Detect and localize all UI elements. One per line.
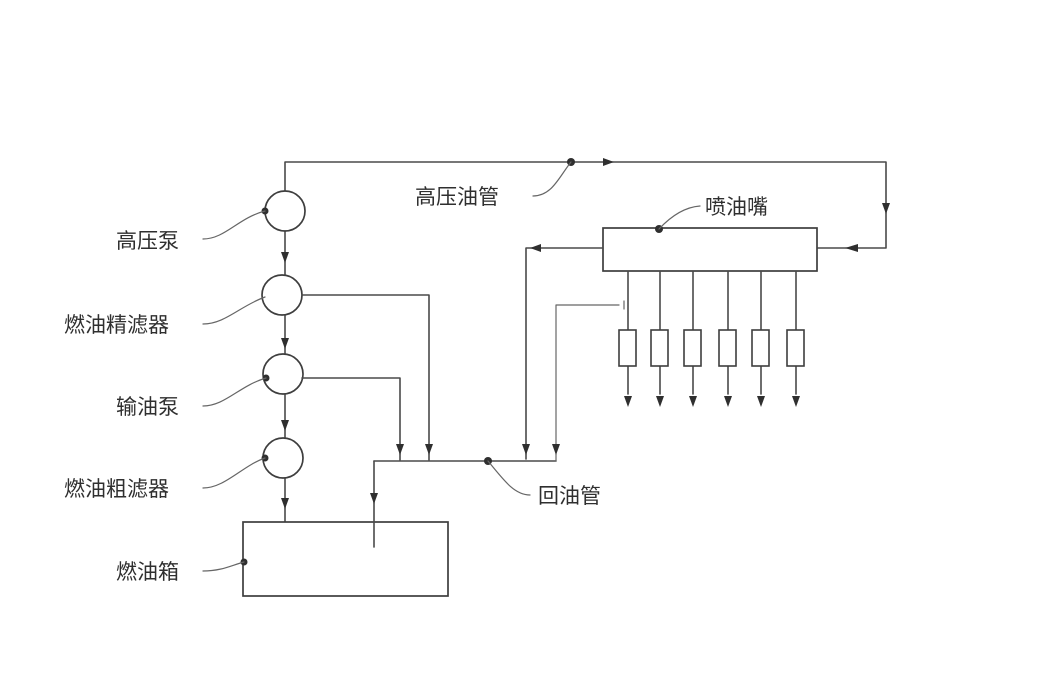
nozzle-arrow-4 [724,396,732,407]
high-pressure-pump-label: 高压泵 [116,229,179,253]
filter-to-pump-arrow [281,338,289,349]
high-pressure-pump-leader [202,210,266,240]
fuel-fine-filter-label: 燃油精滤器 [64,313,169,337]
injector-rail-symbol [602,227,818,272]
nozzle-body-3 [683,329,702,367]
nozzle-arrow-2 [656,396,664,407]
injector-leader [658,205,701,230]
nozzle-body-2 [650,329,669,367]
fuel-fine-filter-leader [202,296,266,325]
nozzle-arrow-3 [689,396,697,407]
high-pressure-pipe-leader [532,161,572,197]
high-pressure-pipe-label: 高压油管 [415,185,499,209]
transfer-pump-return-line [301,377,401,461]
fine-filter-return-arrow [425,444,433,455]
injector-nozzles [618,270,805,407]
rail-inlet-arrow [845,244,858,252]
transfer-return-arrow [396,444,404,455]
nozzle-arrow-5 [757,396,765,407]
return-pipe-leader [487,460,531,496]
nozzle-body-1 [618,329,637,367]
nozzle-arrow-1 [624,396,632,407]
return-pipe-label: 回油管 [538,484,601,508]
rail-return-down-arrow [522,444,530,455]
transfer-pump-label: 输油泵 [116,395,179,419]
fuel-tank-label: 燃油箱 [116,560,179,584]
high-pressure-pump-symbol [264,190,306,232]
nozzle-body-5 [751,329,770,367]
rail-return-arrow [530,244,541,252]
fuel-tank-symbol [242,521,449,597]
high-pressure-drop-arrow [882,203,890,214]
injector-return-line [555,304,620,462]
high-pressure-flow-arrow [603,158,614,166]
fine-filter-return-line [301,294,430,461]
pump-to-coarse-arrow [281,420,289,431]
fuel-coarse-filter-label: 燃油粗滤器 [64,477,169,501]
high-pressure-pipe-line [284,161,887,249]
fuel-coarse-filter-leader [202,457,266,489]
pump-to-filter-arrow [281,252,289,263]
transfer-pump-symbol [262,353,304,395]
rail-return-line [525,247,604,460]
nozzle-body-4 [718,329,737,367]
fuel-coarse-filter-symbol [262,437,304,479]
coarse-to-tank-arrow [281,498,289,509]
tank-return-arrow [370,493,378,504]
injector-label: 喷油嘴 [705,195,768,219]
transfer-pump-leader [202,377,267,407]
nozzle-arrow-6 [792,396,800,407]
nozzle-body-6 [786,329,805,367]
fuel-fine-filter-symbol [261,274,303,316]
injector-return-down-arrow [552,444,560,455]
fuel-tank-leader [202,561,245,572]
